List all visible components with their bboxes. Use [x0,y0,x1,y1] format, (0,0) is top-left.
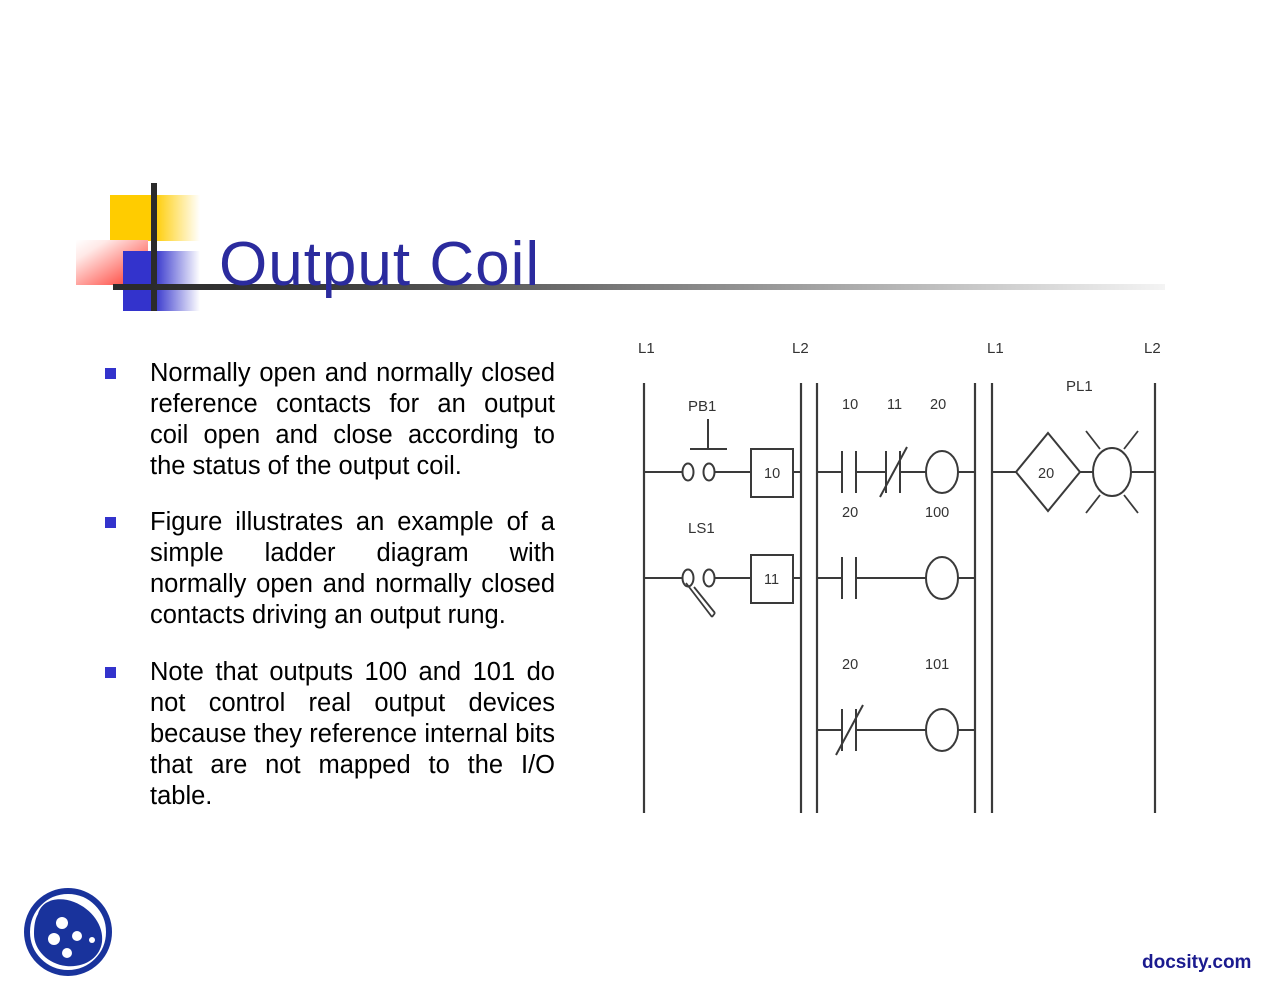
title-decoration [76,183,238,311]
pl1-ray-ne-icon [1123,430,1139,450]
coil-100-icon [925,556,959,600]
coil-20-icon [925,450,959,494]
logo-blob-icon [34,899,103,967]
relay-contact-20-label: 20 [1038,466,1054,482]
deco-yellow-square [110,195,154,241]
bullet-text: Figure illustrates an example of a simpl… [150,508,555,629]
coil-address-20: 20 [930,397,946,413]
pb1-terminal-left-icon [681,462,695,482]
contact-address-10: 10 [842,397,858,413]
docsity-url: docsity.com [1142,952,1252,973]
coil-101-icon [925,708,959,752]
logo-dot-3-icon [72,931,82,941]
ls1-terminal-left-icon [681,568,695,588]
logo-outer-circle-icon [24,888,112,976]
pl1-ray-se-icon [1123,494,1139,514]
ls1-lever-arm-inner-icon [693,586,716,614]
ls1-lever-arm-icon [685,582,713,618]
contact-11-slash-icon [879,446,908,498]
logo-dot-1-icon [56,917,68,929]
bullet-marker-icon [105,517,116,528]
rail-label-l2-right: L2 [1144,340,1161,357]
page-title: Output Coil [219,229,541,299]
logo-dot-5-icon [89,937,95,943]
deco-blue-square [123,251,154,311]
bullet-text: Normally open and normally closed refere… [150,358,555,480]
rail-label-l2-left: L2 [792,340,809,357]
logo-dot-2-icon [48,933,60,945]
ls1-lever-tip-icon [711,612,716,618]
pb1-terminal-right-icon [702,462,716,482]
contact-address-20-c: 20 [842,657,858,673]
pl1-ray-sw-icon [1085,494,1101,514]
deco-blue-gradient [154,251,200,311]
pl1-ray-nw-icon [1085,430,1101,450]
deco-vertical-line [151,183,157,311]
docsity-logo [18,884,118,982]
list-item: Note that outputs 100 and 101 do not con… [103,657,555,812]
bullet-marker-icon [105,367,116,379]
logo-dot-4-icon [62,948,72,958]
terminal-box-10-label: 10 [764,466,780,482]
deco-horizontal-line [113,284,173,290]
contact-address-20-b: 20 [842,505,858,521]
coil-address-100: 100 [925,505,949,521]
list-item: Figure illustrates an example of a simpl… [103,507,555,631]
rail-label-l1-right: L1 [987,340,1004,357]
rail-label-l1-left: L1 [638,340,655,357]
bullet-text: Note that outputs 100 and 101 do not con… [150,657,555,810]
device-label-pl1: PL1 [1066,378,1093,395]
contact-20c-slash-icon [835,704,864,756]
title-underline-rule [150,284,1165,290]
terminal-box-11-label: 11 [764,572,779,588]
coil-address-101: 101 [925,657,949,673]
device-label-pb1: PB1 [688,398,716,415]
contact-address-11: 11 [887,397,902,413]
ls1-terminal-right-icon [702,568,716,588]
ladder-diagram: L1 L2 L1 L2 PB1 10 LS1 11 10 11 20 [620,325,1180,825]
device-label-ls1: LS1 [688,520,715,537]
terminal-box-10 [750,448,794,498]
bullet-marker-icon [105,666,116,678]
list-item: Normally open and normally closed refere… [103,358,555,482]
deco-yellow-gradient [154,195,200,241]
relay-contact-20-icon [1014,431,1082,513]
pilot-light-pl1-icon [1092,447,1132,497]
bullet-list: Normally open and normally closed refere… [103,332,555,837]
